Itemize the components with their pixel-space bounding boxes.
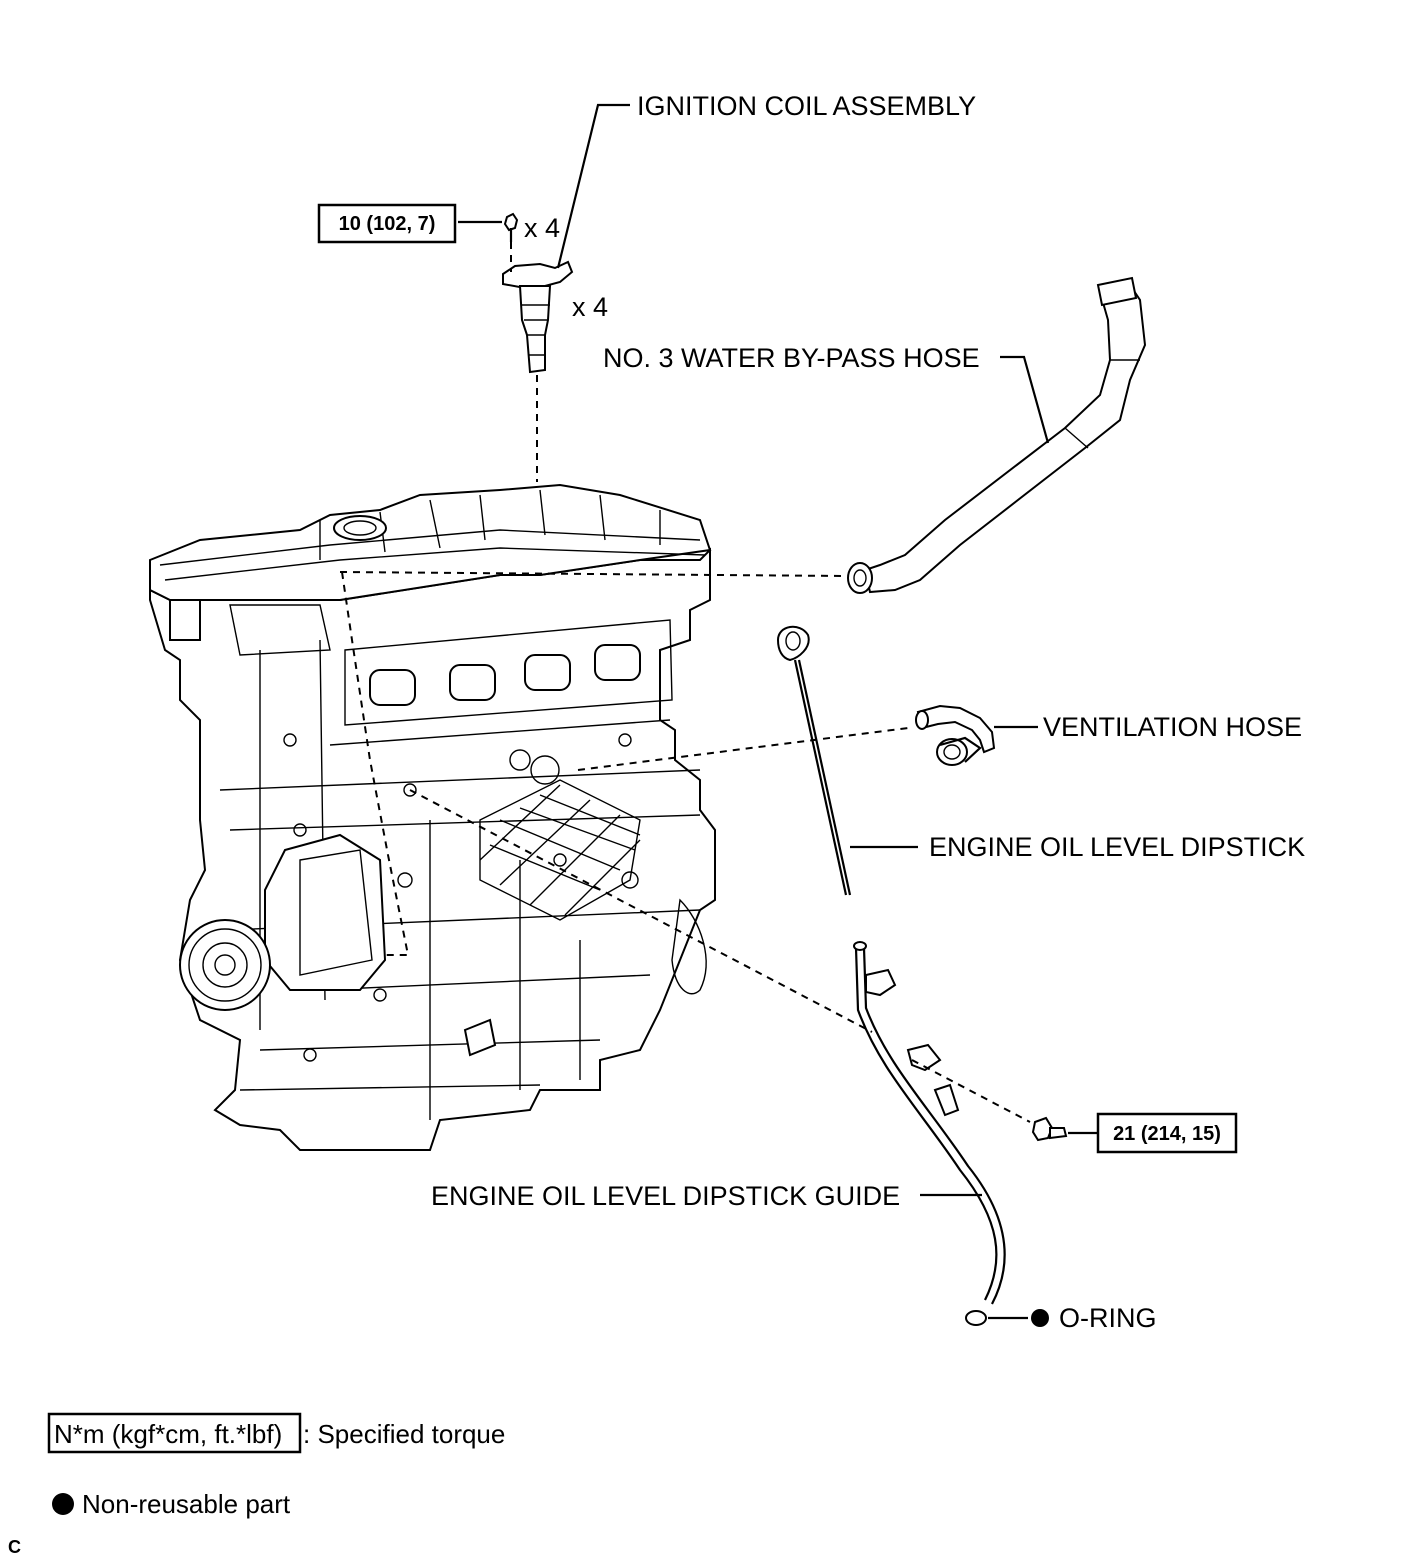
water-bypass-hose-label: NO. 3 WATER BY-PASS HOSE bbox=[603, 343, 980, 373]
legend-nonreusable-dot bbox=[52, 1493, 74, 1515]
o-ring-drawing bbox=[965, 1310, 987, 1326]
legend-nonreusable-description: Non-reusable part bbox=[82, 1489, 291, 1519]
coil-bolt-torque-value: 10 (102, 7) bbox=[339, 213, 436, 235]
o-ring-nonreusable-dot bbox=[1031, 1309, 1049, 1327]
guide-bolt-drawing bbox=[1031, 1116, 1068, 1142]
dipstick-guide-label: ENGINE OIL LEVEL DIPSTICK GUIDE bbox=[431, 1181, 900, 1211]
coil-count-label: x 4 bbox=[572, 292, 608, 322]
ignition-coil-label: IGNITION COIL ASSEMBLY bbox=[637, 91, 976, 121]
dipstick-guide-drawing bbox=[853, 941, 1006, 1305]
coil-bolt-torque-box bbox=[317, 203, 457, 244]
legend-torque-description: : Specified torque bbox=[303, 1419, 505, 1449]
o-ring-label: O-RING bbox=[1059, 1303, 1157, 1333]
dipstick-drawing bbox=[776, 625, 852, 896]
figure-code: C bbox=[8, 1537, 21, 1557]
legend-torque-units: N*m (kgf*cm, ft.*lbf) bbox=[54, 1419, 282, 1449]
dipstick-label: ENGINE OIL LEVEL DIPSTICK bbox=[929, 832, 1305, 862]
guide-bolt-torque-value: 21 (214, 15) bbox=[1113, 1123, 1221, 1145]
engine-assembly-drawing bbox=[149, 483, 716, 1151]
ventilation-hose-drawing bbox=[915, 704, 996, 766]
legend-torque-box bbox=[47, 1412, 302, 1454]
guide-bolt-torque-box bbox=[1096, 1112, 1238, 1154]
ventilation-hose-label: VENTILATION HOSE bbox=[1043, 712, 1302, 742]
bolt-count-label: x 4 bbox=[524, 213, 560, 243]
ignition-coil-drawing bbox=[502, 212, 574, 374]
water-bypass-hose-drawing bbox=[847, 276, 1147, 594]
